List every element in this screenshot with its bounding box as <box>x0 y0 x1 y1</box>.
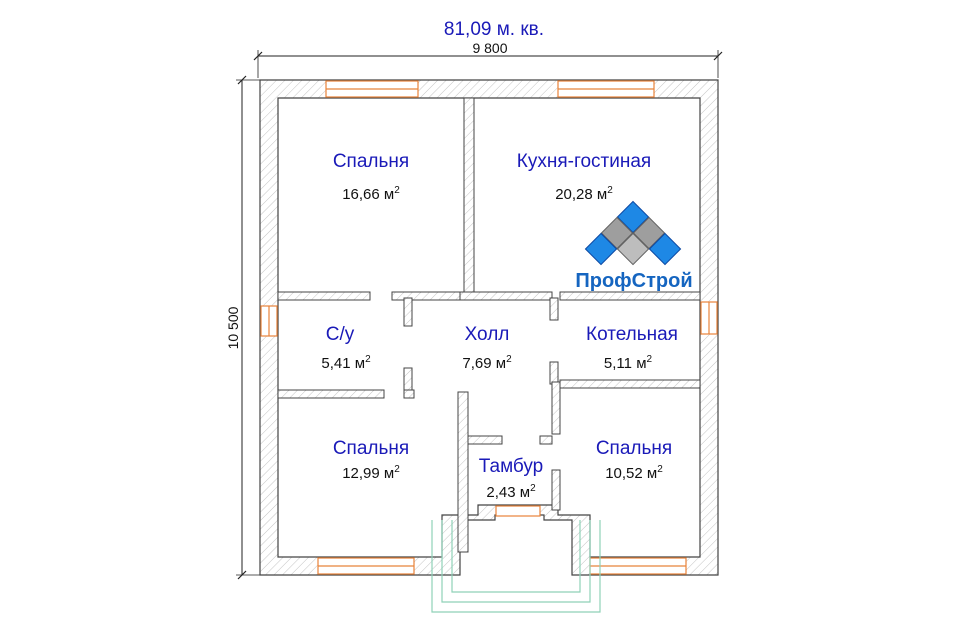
windows <box>260 80 718 575</box>
interior-walls <box>277 97 701 553</box>
room-area: 2,43 м2 <box>486 483 536 501</box>
room-spalnya-1: Спальня 16,66 м2 <box>333 151 409 203</box>
room-name: Тамбур <box>479 456 544 477</box>
room-area: 12,99 м2 <box>342 464 400 482</box>
room-name: Холл <box>465 324 510 345</box>
room-area: 5,41 м2 <box>321 354 371 372</box>
porch-steps <box>431 520 601 613</box>
room-boiler: Котельная 5,11 м2 <box>586 324 678 372</box>
room-name: Спальня <box>596 438 672 459</box>
room-area: 16,66 м2 <box>342 185 400 203</box>
room-name: Спальня <box>333 151 409 172</box>
room-name: Кухня-гостиная <box>517 151 651 172</box>
width-dimension: 9 800 <box>472 40 507 56</box>
room-kitchen-living: Кухня-гостиная 20,28 м2 <box>517 151 651 203</box>
height-dimension: 10 500 <box>225 306 241 349</box>
room-area: 5,11 м2 <box>604 354 653 372</box>
room-area: 7,69 м2 <box>462 354 512 372</box>
room-spalnya-2: Спальня 12,99 м2 <box>333 438 409 482</box>
room-area: 10,52 м2 <box>605 464 663 482</box>
room-name: Спальня <box>333 438 409 459</box>
total-area: 81,09 м. кв. <box>444 19 544 40</box>
room-spalnya-3: Спальня 10,52 м2 <box>596 438 672 482</box>
room-hall: Холл 7,69 м2 <box>462 324 512 372</box>
room-vestibule: Тамбур 2,43 м2 <box>479 456 544 501</box>
room-area: 20,28 м2 <box>555 185 613 203</box>
dimension-width <box>253 50 723 78</box>
room-bathroom: С/у 5,41 м2 <box>321 324 371 372</box>
profstroy-logo: ПрофСтрой <box>575 200 693 292</box>
room-name: Котельная <box>586 324 678 345</box>
room-name: С/у <box>326 324 355 345</box>
logo-text: ПрофСтрой <box>575 270 692 292</box>
dimension-height <box>236 75 262 580</box>
